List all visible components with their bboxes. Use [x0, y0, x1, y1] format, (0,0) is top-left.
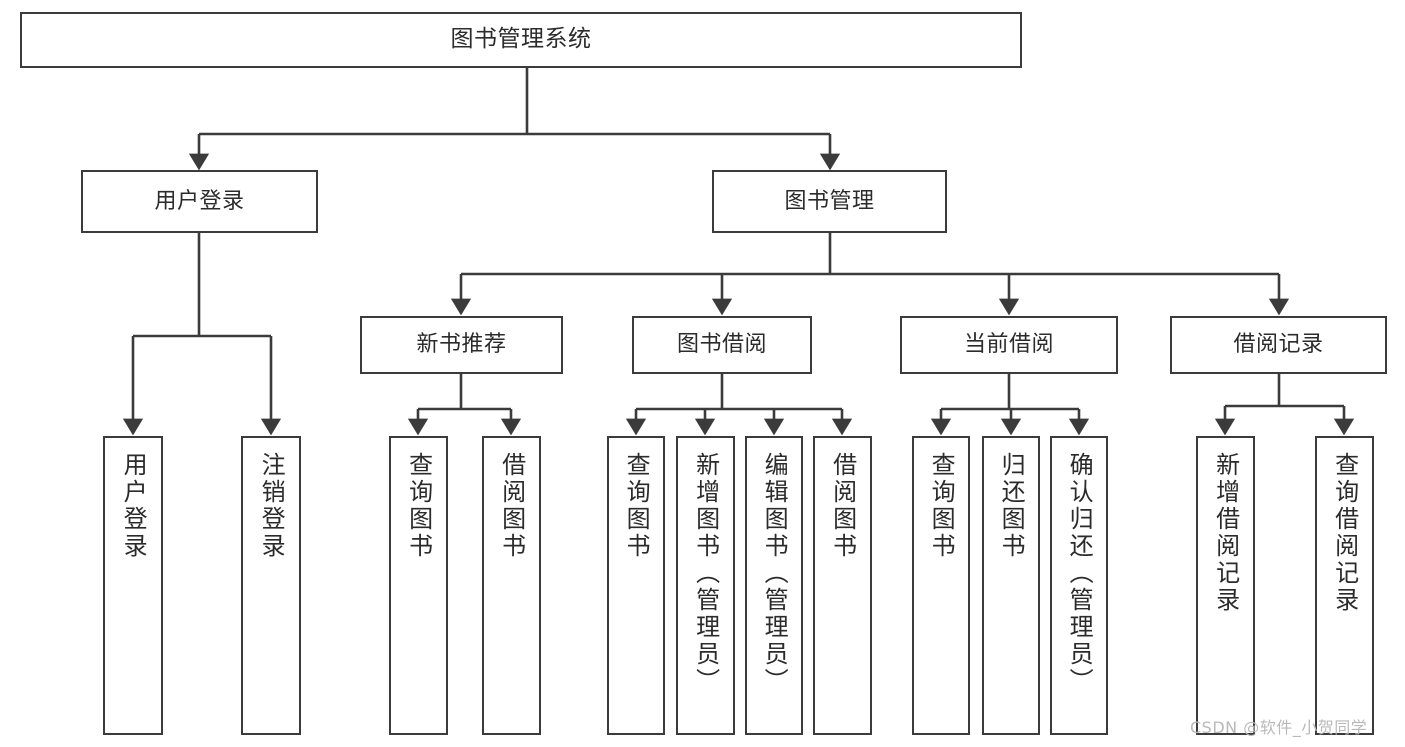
leaf-borrow-book[interactable]: 借阅图书 — [813, 436, 872, 735]
node-book-management[interactable]: 图书管理 — [712, 170, 947, 233]
leaf-query-book-current[interactable]: 查询图书 — [912, 436, 970, 735]
node-label: 注销登录 — [257, 452, 286, 560]
node-label: 图书管理 — [784, 188, 875, 214]
node-label: 查询图书 — [927, 452, 956, 560]
node-label: 图书管理系统 — [450, 26, 592, 53]
node-label: 用户登录 — [119, 452, 148, 560]
node-borrow-record[interactable]: 借阅记录 — [1170, 316, 1387, 374]
leaf-add-borrow-record[interactable]: 新增借阅记录 — [1196, 436, 1255, 735]
node-label: 图书借阅 — [676, 332, 767, 358]
node-label: 当前借阅 — [963, 332, 1054, 358]
leaf-borrow-book-recommend[interactable]: 借阅图书 — [482, 436, 541, 735]
node-current-borrow[interactable]: 当前借阅 — [900, 316, 1118, 374]
leaf-query-book-borrow[interactable]: 查询图书 — [607, 436, 665, 735]
node-label: 编辑图书（管理员） — [760, 452, 789, 695]
csdn-watermark: CSDN @软件_小贺同学 — [1190, 718, 1368, 737]
node-label: 新增图书（管理员） — [691, 452, 720, 695]
leaf-logout-login[interactable]: 注销登录 — [241, 436, 301, 735]
node-label: 查询图书 — [622, 452, 651, 560]
node-label: 借阅记录 — [1233, 332, 1324, 358]
leaf-return-book[interactable]: 归还图书 — [982, 436, 1040, 735]
node-label: 新书推荐 — [416, 332, 507, 358]
leaf-query-borrow-record[interactable]: 查询借阅记录 — [1315, 436, 1374, 735]
node-label: 借阅图书 — [497, 452, 526, 560]
node-label: 用户登录 — [154, 188, 245, 214]
leaf-add-book-admin[interactable]: 新增图书（管理员） — [676, 436, 735, 735]
node-label: 借阅图书 — [828, 452, 857, 560]
node-book-borrow[interactable]: 图书借阅 — [632, 316, 812, 374]
node-label: 新增借阅记录 — [1211, 452, 1240, 614]
node-label: 查询借阅记录 — [1330, 452, 1359, 614]
node-user-login[interactable]: 用户登录 — [81, 170, 318, 233]
leaf-confirm-return-admin[interactable]: 确认归还（管理员） — [1050, 436, 1108, 735]
leaf-user-login[interactable]: 用户登录 — [103, 436, 163, 735]
node-label: 归还图书 — [997, 452, 1026, 560]
leaf-query-book-recommend[interactable]: 查询图书 — [389, 436, 448, 735]
node-label: 确认归还（管理员） — [1065, 452, 1094, 695]
leaf-edit-book-admin[interactable]: 编辑图书（管理员） — [745, 436, 803, 735]
node-root-system[interactable]: 图书管理系统 — [20, 12, 1022, 68]
node-label: 查询图书 — [404, 452, 433, 560]
node-new-book-recommend[interactable]: 新书推荐 — [360, 316, 563, 374]
